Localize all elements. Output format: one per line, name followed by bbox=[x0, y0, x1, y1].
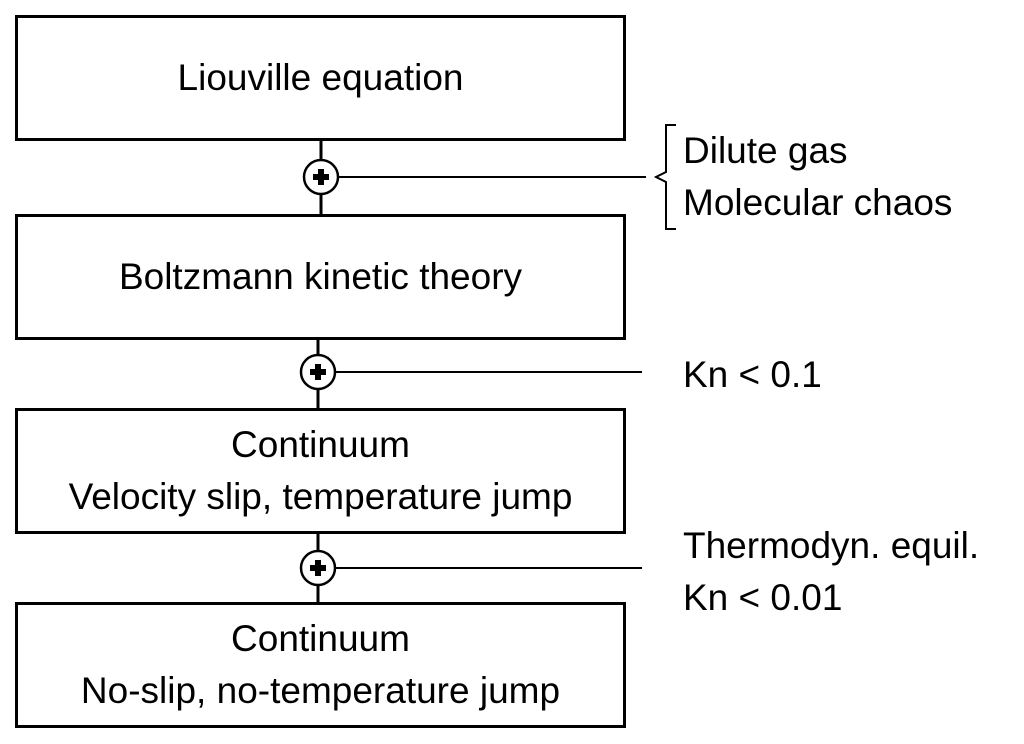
bracket-icon bbox=[653, 124, 676, 230]
box-sublabel: Velocity slip, temperature jump bbox=[68, 476, 573, 517]
box-continuum-slip: Continuum Velocity slip, temperature jum… bbox=[15, 408, 626, 534]
condition-text: Molecular chaos bbox=[683, 182, 953, 223]
box-continuum-no-slip: Continuum No-slip, no-temperature jump bbox=[15, 602, 626, 728]
condition-group-1: Dilute gas Molecular chaos bbox=[683, 125, 952, 229]
condition-group-2: Kn < 0.1 bbox=[683, 349, 822, 401]
condition-text: Kn < 0.01 bbox=[683, 577, 843, 618]
condition-text: Thermodyn. equil. bbox=[683, 525, 980, 566]
box-sublabel: No-slip, no-temperature jump bbox=[80, 670, 561, 711]
box-label: Continuum bbox=[231, 618, 410, 659]
box-boltzmann-kinetic-theory: Boltzmann kinetic theory bbox=[15, 214, 626, 340]
condition-group-3: Thermodyn. equil. Kn < 0.01 bbox=[683, 520, 979, 624]
condition-text: Dilute gas bbox=[683, 130, 848, 171]
box-label: Continuum bbox=[231, 424, 410, 465]
plus-circle-icon bbox=[299, 549, 337, 587]
box-label: Boltzmann kinetic theory bbox=[118, 256, 523, 297]
plus-circle-icon bbox=[299, 353, 337, 391]
box-liouville-equation: Liouville equation bbox=[15, 15, 626, 141]
condition-text: Kn < 0.1 bbox=[683, 354, 822, 395]
plus-circle-icon bbox=[302, 158, 340, 196]
box-label: Liouville equation bbox=[177, 57, 464, 98]
